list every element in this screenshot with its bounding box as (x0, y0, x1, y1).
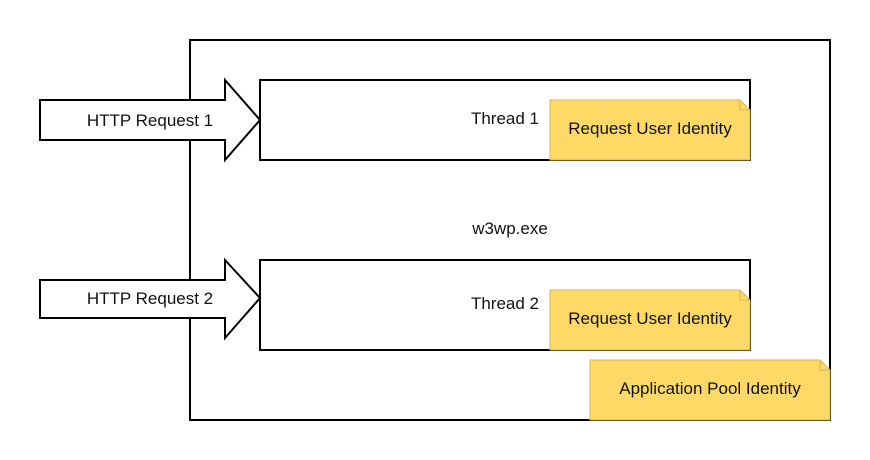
note-fold (819, 360, 830, 371)
note-label-2: Request User Identity (568, 309, 732, 328)
note-fold (739, 290, 750, 301)
pool-note-label: Application Pool Identity (619, 379, 801, 398)
request-arrow-2 (39, 257, 262, 341)
note-label-1: Request User Identity (568, 119, 732, 138)
note-shape (549, 289, 751, 351)
note-shape (589, 359, 831, 421)
note-request-identity-2 (549, 289, 751, 351)
note-shape (549, 99, 751, 161)
process-box (189, 39, 831, 421)
note-request-identity-1 (549, 99, 751, 161)
note-app-pool-identity (589, 359, 831, 421)
thread-label-2: Thread 2 (471, 294, 539, 313)
request-label-2: HTTP Request 2 (87, 289, 213, 308)
request-label-1: HTTP Request 1 (87, 111, 213, 130)
thread-label-1: Thread 1 (471, 109, 539, 128)
note-fold (739, 100, 750, 111)
request-arrow-1 (39, 77, 262, 163)
process-label: w3wp.exe (471, 219, 548, 238)
